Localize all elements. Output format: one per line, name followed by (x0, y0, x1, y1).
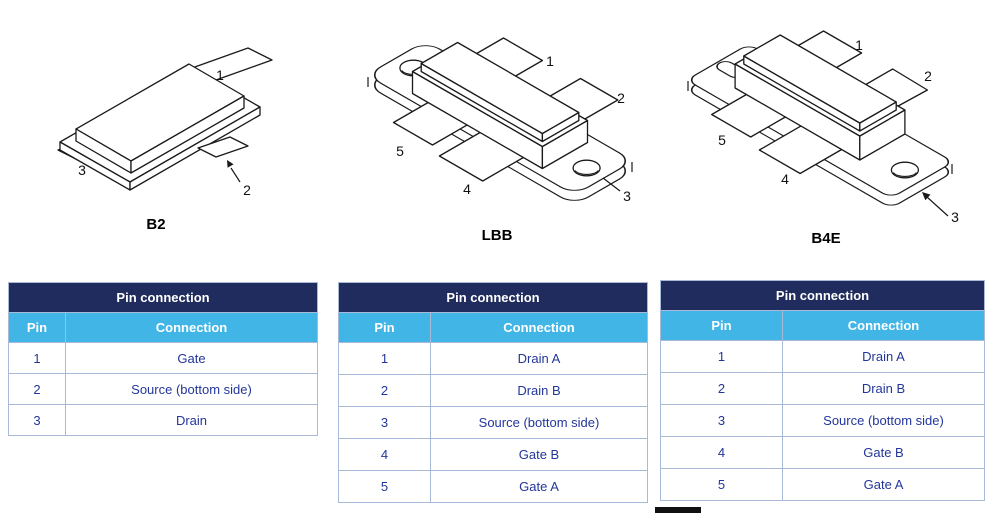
b2-lid-front-face (130, 95, 245, 174)
pin-column-header: Pin (660, 310, 783, 341)
b4e-pin3-arrow-line (926, 196, 949, 217)
lbb-lid-top-face (420, 41, 580, 135)
pin-table: Pin connection Pin Connection 1 Drain A … (338, 282, 648, 503)
b4e-lid-top-face (743, 34, 897, 124)
pin-cell: 3 (8, 404, 66, 436)
lbb-mounting-hole-right (572, 159, 601, 177)
b2-base-front-face (129, 106, 261, 191)
package-figure-b2: 1 2 3 B2 (30, 42, 300, 242)
b4e-pin4-label: 4 (781, 171, 789, 187)
pin-column-header: Pin (338, 312, 431, 343)
pin-table: Pin connection Pin Connection 1 Gate 2 S… (8, 282, 318, 436)
table-title: Pin connection (660, 280, 985, 311)
connection-column-header: Connection (65, 312, 318, 343)
b4e-mounting-hole-right (890, 161, 920, 179)
b2-pin1-label: 1 (216, 67, 224, 83)
lbb-package-drawing: 1 2 3 4 5 (367, 37, 633, 204)
b4e-caption: B4E (811, 230, 841, 247)
table-row: 4 Gate B (338, 438, 648, 471)
connection-cell: Gate (65, 342, 318, 374)
lbb-pin3-label: 3 (623, 188, 631, 204)
pin-column-header: Pin (8, 312, 66, 343)
page-artifact (655, 507, 701, 513)
connection-cell: Drain A (782, 340, 985, 373)
connection-cell: Gate A (782, 468, 985, 501)
table-row: 3 Source (bottom side) (660, 404, 985, 437)
pin-cell: 4 (338, 438, 431, 471)
pin-table-lbb: Pin connection Pin Connection 1 Drain A … (338, 282, 648, 503)
package-figure-lbb: 1 2 3 4 5 LBB (350, 28, 660, 248)
b2-caption: B2 (146, 216, 166, 233)
connection-cell: Source (bottom side) (65, 373, 318, 405)
b4e-pin1-label: 1 (855, 37, 863, 53)
pin-cell: 3 (338, 406, 431, 439)
connection-cell: Gate B (430, 438, 648, 471)
lbb-pin2-label: 2 (617, 90, 625, 106)
lbb-pin3-leader-line (602, 177, 621, 192)
b4e-pin2-label: 2 (924, 68, 932, 84)
b4e-hole-right-depth (892, 172, 917, 177)
table-title: Pin connection (8, 282, 318, 313)
pin-cell: 1 (660, 340, 783, 373)
b4e-pin5-label: 5 (718, 132, 726, 148)
table-title-row: Pin connection (8, 282, 318, 313)
pin-cell: 1 (338, 342, 431, 375)
table-row: 3 Source (bottom side) (338, 406, 648, 439)
pin-cell: 1 (8, 342, 66, 374)
pin-cell: 2 (8, 373, 66, 405)
lbb-hole-right-depth (574, 170, 599, 175)
connection-cell: Drain (65, 404, 318, 436)
lbb-pin4-label: 4 (463, 181, 471, 197)
table-row: 2 Source (bottom side) (8, 373, 318, 405)
pin-table-b4e: Pin connection Pin Connection 1 Drain A … (660, 280, 985, 501)
package-figure-b4e: 1 2 3 4 5 B4E (665, 26, 985, 256)
pin-table: Pin connection Pin Connection 1 Drain A … (660, 280, 985, 501)
table-title: Pin connection (338, 282, 648, 313)
pin-cell: 2 (338, 374, 431, 407)
b4e-pin3-arrowhead (922, 192, 931, 201)
pin-cell: 3 (660, 404, 783, 437)
b2-package-drawing: 1 2 3 (57, 47, 273, 198)
table-row: 1 Drain A (338, 342, 648, 375)
connection-cell: Source (bottom side) (430, 406, 648, 439)
table-column-row: Pin Connection (660, 310, 985, 341)
pin-cell: 4 (660, 436, 783, 469)
b2-pin2-label: 2 (243, 182, 251, 198)
table-row: 2 Drain B (338, 374, 648, 407)
table-row: 4 Gate B (660, 436, 985, 469)
b4e-pin3-label: 3 (951, 209, 959, 225)
table-column-row: Pin Connection (338, 312, 648, 343)
connection-cell: Source (bottom side) (782, 404, 985, 437)
table-title-row: Pin connection (660, 280, 985, 311)
table-row: 2 Drain B (660, 372, 985, 405)
pin-table-b2: Pin connection Pin Connection 1 Gate 2 S… (8, 282, 318, 436)
b2-pin2-arrow-line (230, 167, 241, 183)
pin-cell: 5 (660, 468, 783, 501)
connection-cell: Gate A (430, 470, 648, 503)
table-column-row: Pin Connection (8, 312, 318, 343)
lbb-pin1-label: 1 (546, 53, 554, 69)
table-row: 1 Gate (8, 342, 318, 374)
table-row: 5 Gate A (660, 468, 985, 501)
pin-cell: 5 (338, 470, 431, 503)
table-row: 1 Drain A (660, 340, 985, 373)
connection-cell: Gate B (782, 436, 985, 469)
connection-cell: Drain A (430, 342, 648, 375)
connection-column-header: Connection (430, 312, 648, 343)
lbb-pin5-label: 5 (396, 143, 404, 159)
b2-pin2-arrowhead (227, 160, 234, 168)
b4e-package-drawing: 1 2 3 4 5 (687, 30, 959, 225)
b2-pin3-label: 3 (78, 162, 86, 178)
lbb-caption: LBB (481, 227, 513, 244)
connection-column-header: Connection (782, 310, 985, 341)
b2-lead2-shape (197, 136, 249, 158)
connection-cell: Drain B (430, 374, 648, 407)
table-title-row: Pin connection (338, 282, 648, 313)
pin-cell: 2 (660, 372, 783, 405)
table-row: 5 Gate A (338, 470, 648, 503)
connection-cell: Drain B (782, 372, 985, 405)
table-row: 3 Drain (8, 404, 318, 436)
